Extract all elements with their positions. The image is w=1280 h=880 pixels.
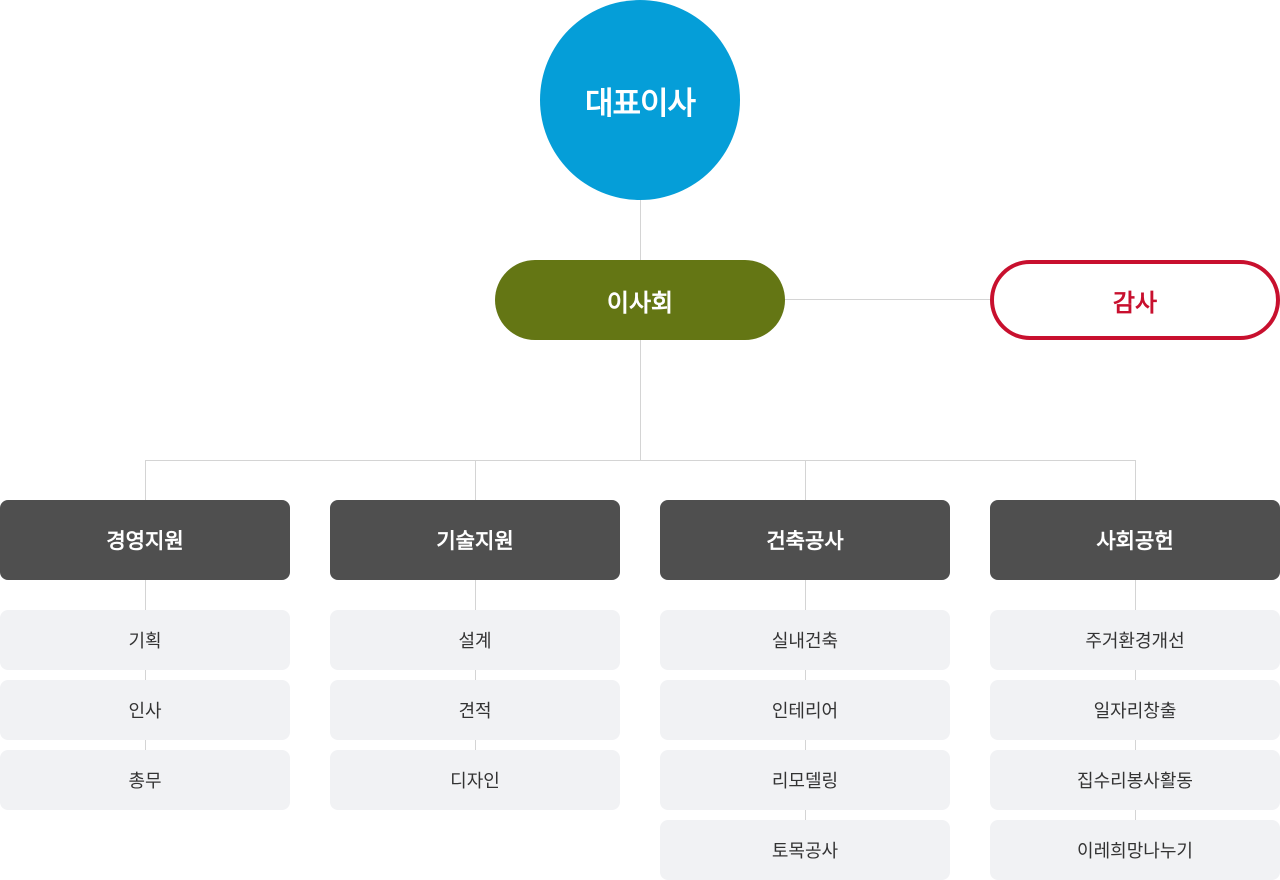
sub-item-interior-architecture: 실내건축 xyxy=(660,610,950,670)
dept-technical-support: 기술지원 xyxy=(330,500,620,580)
sub-item-estimate: 견적 xyxy=(330,680,620,740)
sub-item-remodeling: 리모델링 xyxy=(660,750,950,810)
connector-dept-2 xyxy=(475,460,476,500)
sub-item-planning: 기획 xyxy=(0,610,290,670)
sub-item-house-repair-volunteering: 집수리봉사활동 xyxy=(990,750,1280,810)
connector-horizontal-bus xyxy=(145,460,1136,461)
ceo-node: 대표이사 xyxy=(540,0,740,200)
sub-item-job-creation: 일자리창출 xyxy=(990,680,1280,740)
board-node: 이사회 xyxy=(495,260,785,340)
connector-ceo-board xyxy=(640,200,641,260)
sub-item-design: 설계 xyxy=(330,610,620,670)
sub-item-interior: 인테리어 xyxy=(660,680,950,740)
sub-item-housing-improvement: 주거환경개선 xyxy=(990,610,1280,670)
connector-dept-3 xyxy=(805,460,806,500)
sub-item-hope-sharing: 이레희망나누기 xyxy=(990,820,1280,880)
sub-item-visual-design: 디자인 xyxy=(330,750,620,810)
connector-board-audit xyxy=(785,299,990,300)
dept-management-support: 경영지원 xyxy=(0,500,290,580)
connector-dept-4 xyxy=(1135,460,1136,500)
connector-dept-1 xyxy=(145,460,146,500)
sub-item-civil-works: 토목공사 xyxy=(660,820,950,880)
audit-node: 감사 xyxy=(990,260,1280,340)
dept-construction: 건축공사 xyxy=(660,500,950,580)
sub-item-general-affairs: 총무 xyxy=(0,750,290,810)
connector-board-departments xyxy=(640,340,641,460)
dept-social-contribution: 사회공헌 xyxy=(990,500,1280,580)
sub-item-personnel: 인사 xyxy=(0,680,290,740)
